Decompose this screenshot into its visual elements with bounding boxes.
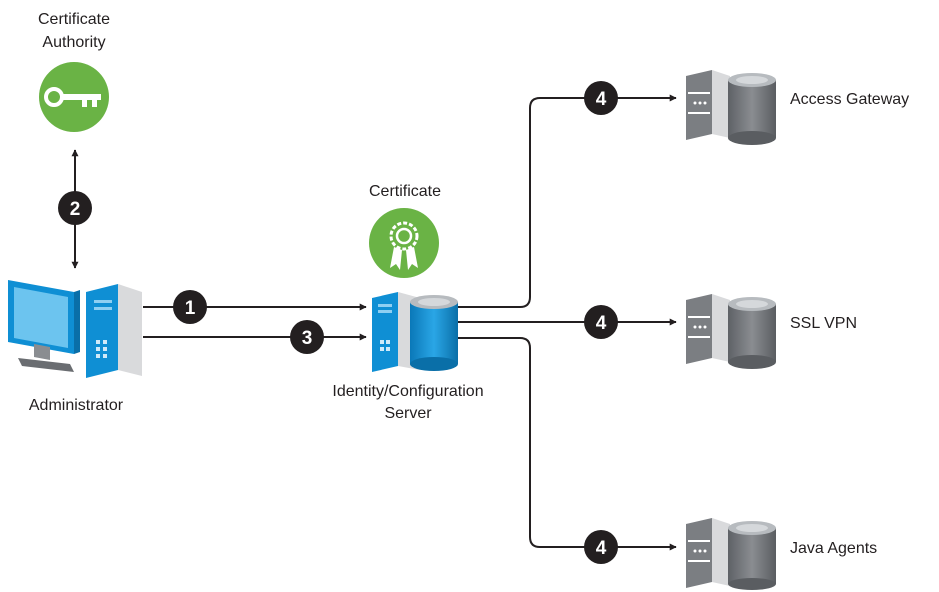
certificate-authority-node[interactable]: Certificate Authority: [38, 11, 110, 132]
identity-configuration-server-node[interactable]: Identity/Configuration Server: [332, 292, 484, 422]
step-badge-4-middle: 4: [584, 305, 618, 339]
certificate-ribbon-icon: [369, 208, 439, 278]
workstation-icon: [8, 280, 142, 378]
step-number: 3: [302, 328, 313, 349]
step-badge-3: 3: [290, 320, 324, 354]
connector-to-access-gateway: [458, 94, 677, 308]
certificate-node[interactable]: Certificate: [369, 183, 441, 278]
step-badge-4-bottom: 4: [584, 530, 618, 564]
step-badge-1: 1: [173, 290, 207, 324]
access-gateway-label: Access Gateway: [790, 91, 909, 108]
step-number: 2: [70, 199, 81, 220]
step-number: 1: [185, 298, 196, 319]
step-badge-4-top: 4: [584, 81, 618, 115]
java-agents-label: Java Agents: [790, 540, 877, 557]
java-agents-node[interactable]: Java Agents: [686, 518, 877, 590]
server-database-icon: [686, 518, 776, 590]
administrator-node[interactable]: Administrator: [8, 280, 142, 414]
connector-to-java-agents: [458, 337, 677, 551]
step-number: 4: [596, 89, 607, 110]
identity-server-label: Identity/Configuration: [332, 383, 483, 400]
server-database-icon: [686, 294, 776, 369]
ssl-vpn-label: SSL VPN: [790, 315, 857, 332]
step-number: 4: [596, 538, 607, 559]
key-icon: [39, 62, 109, 132]
server-database-icon: [686, 70, 776, 145]
step-number: 4: [596, 313, 607, 334]
server-database-icon: [372, 292, 458, 372]
step-badge-2: 2: [58, 191, 92, 225]
certificate-authority-label: Authority: [42, 34, 105, 51]
administrator-label: Administrator: [29, 397, 124, 414]
access-gateway-node[interactable]: Access Gateway: [686, 70, 909, 145]
certificate-label: Certificate: [369, 183, 441, 200]
identity-server-label: Server: [384, 405, 432, 422]
ssl-vpn-node[interactable]: SSL VPN: [686, 294, 857, 369]
certificate-authority-label: Certificate: [38, 11, 110, 28]
